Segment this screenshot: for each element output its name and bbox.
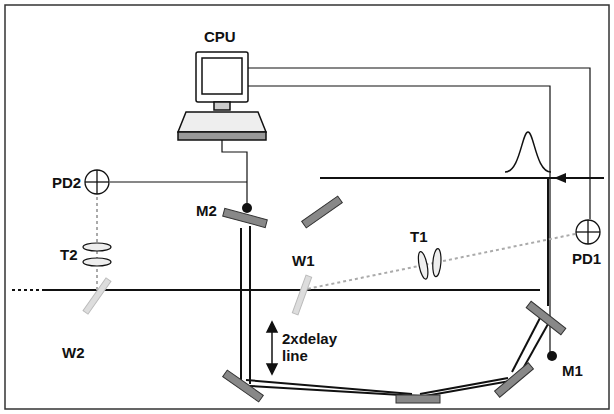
signal-wires [110,68,590,352]
mirror-label: M1 [562,362,583,379]
photodiodes [85,170,600,244]
lenses [83,243,442,280]
beam-splitters [83,275,312,315]
computer-icon [178,52,266,140]
device-label: CPU [204,28,236,45]
detector-label: PD1 [572,250,601,267]
laser-beams [42,178,604,396]
window-label: W2 [62,344,85,361]
actuator-dot [547,351,557,361]
window-label: W1 [292,252,315,269]
mirrors [223,196,566,403]
actuator-dot [242,203,252,213]
delay-label: 2xdelay line [282,330,346,365]
pulse-shape [505,132,551,172]
beam-exit [12,289,42,291]
lens-label: T1 [410,228,428,245]
pickoff-beams [97,196,575,290]
mirror-label: M2 [196,202,217,219]
delay-arrow [267,322,277,374]
lens-label: T2 [60,246,78,263]
frame [5,5,609,409]
beam-arrow [554,173,566,183]
detector-label: PD2 [52,174,81,191]
